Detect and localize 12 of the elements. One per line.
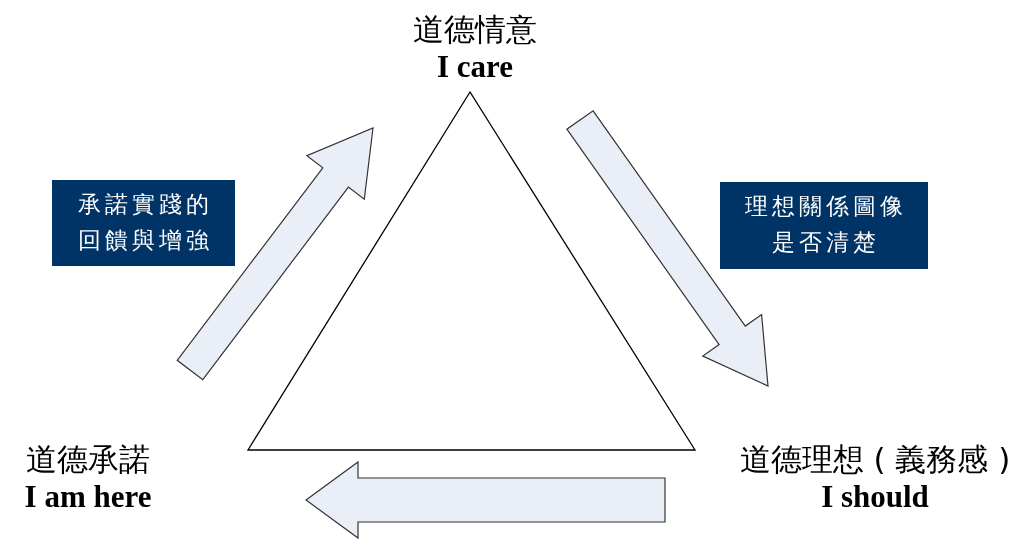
- subheading: I am here: [24, 478, 152, 516]
- subheading: I should: [821, 478, 929, 516]
- block-arrow: [176, 127, 374, 381]
- heading: 道德理想 ( 義務感 ): [739, 440, 1011, 478]
- heading: 道德情意: [413, 10, 537, 48]
- text-box: 理想關係圖像是否清楚: [720, 182, 928, 269]
- block-arrow: [566, 109, 769, 387]
- subheading: I care: [436, 48, 513, 86]
- triangle: [246, 90, 697, 451]
- text-box: 承諾實踐的回饋與增強: [52, 180, 235, 266]
- block-arrow: [305, 460, 666, 540]
- heading: 道德承諾: [26, 440, 150, 478]
